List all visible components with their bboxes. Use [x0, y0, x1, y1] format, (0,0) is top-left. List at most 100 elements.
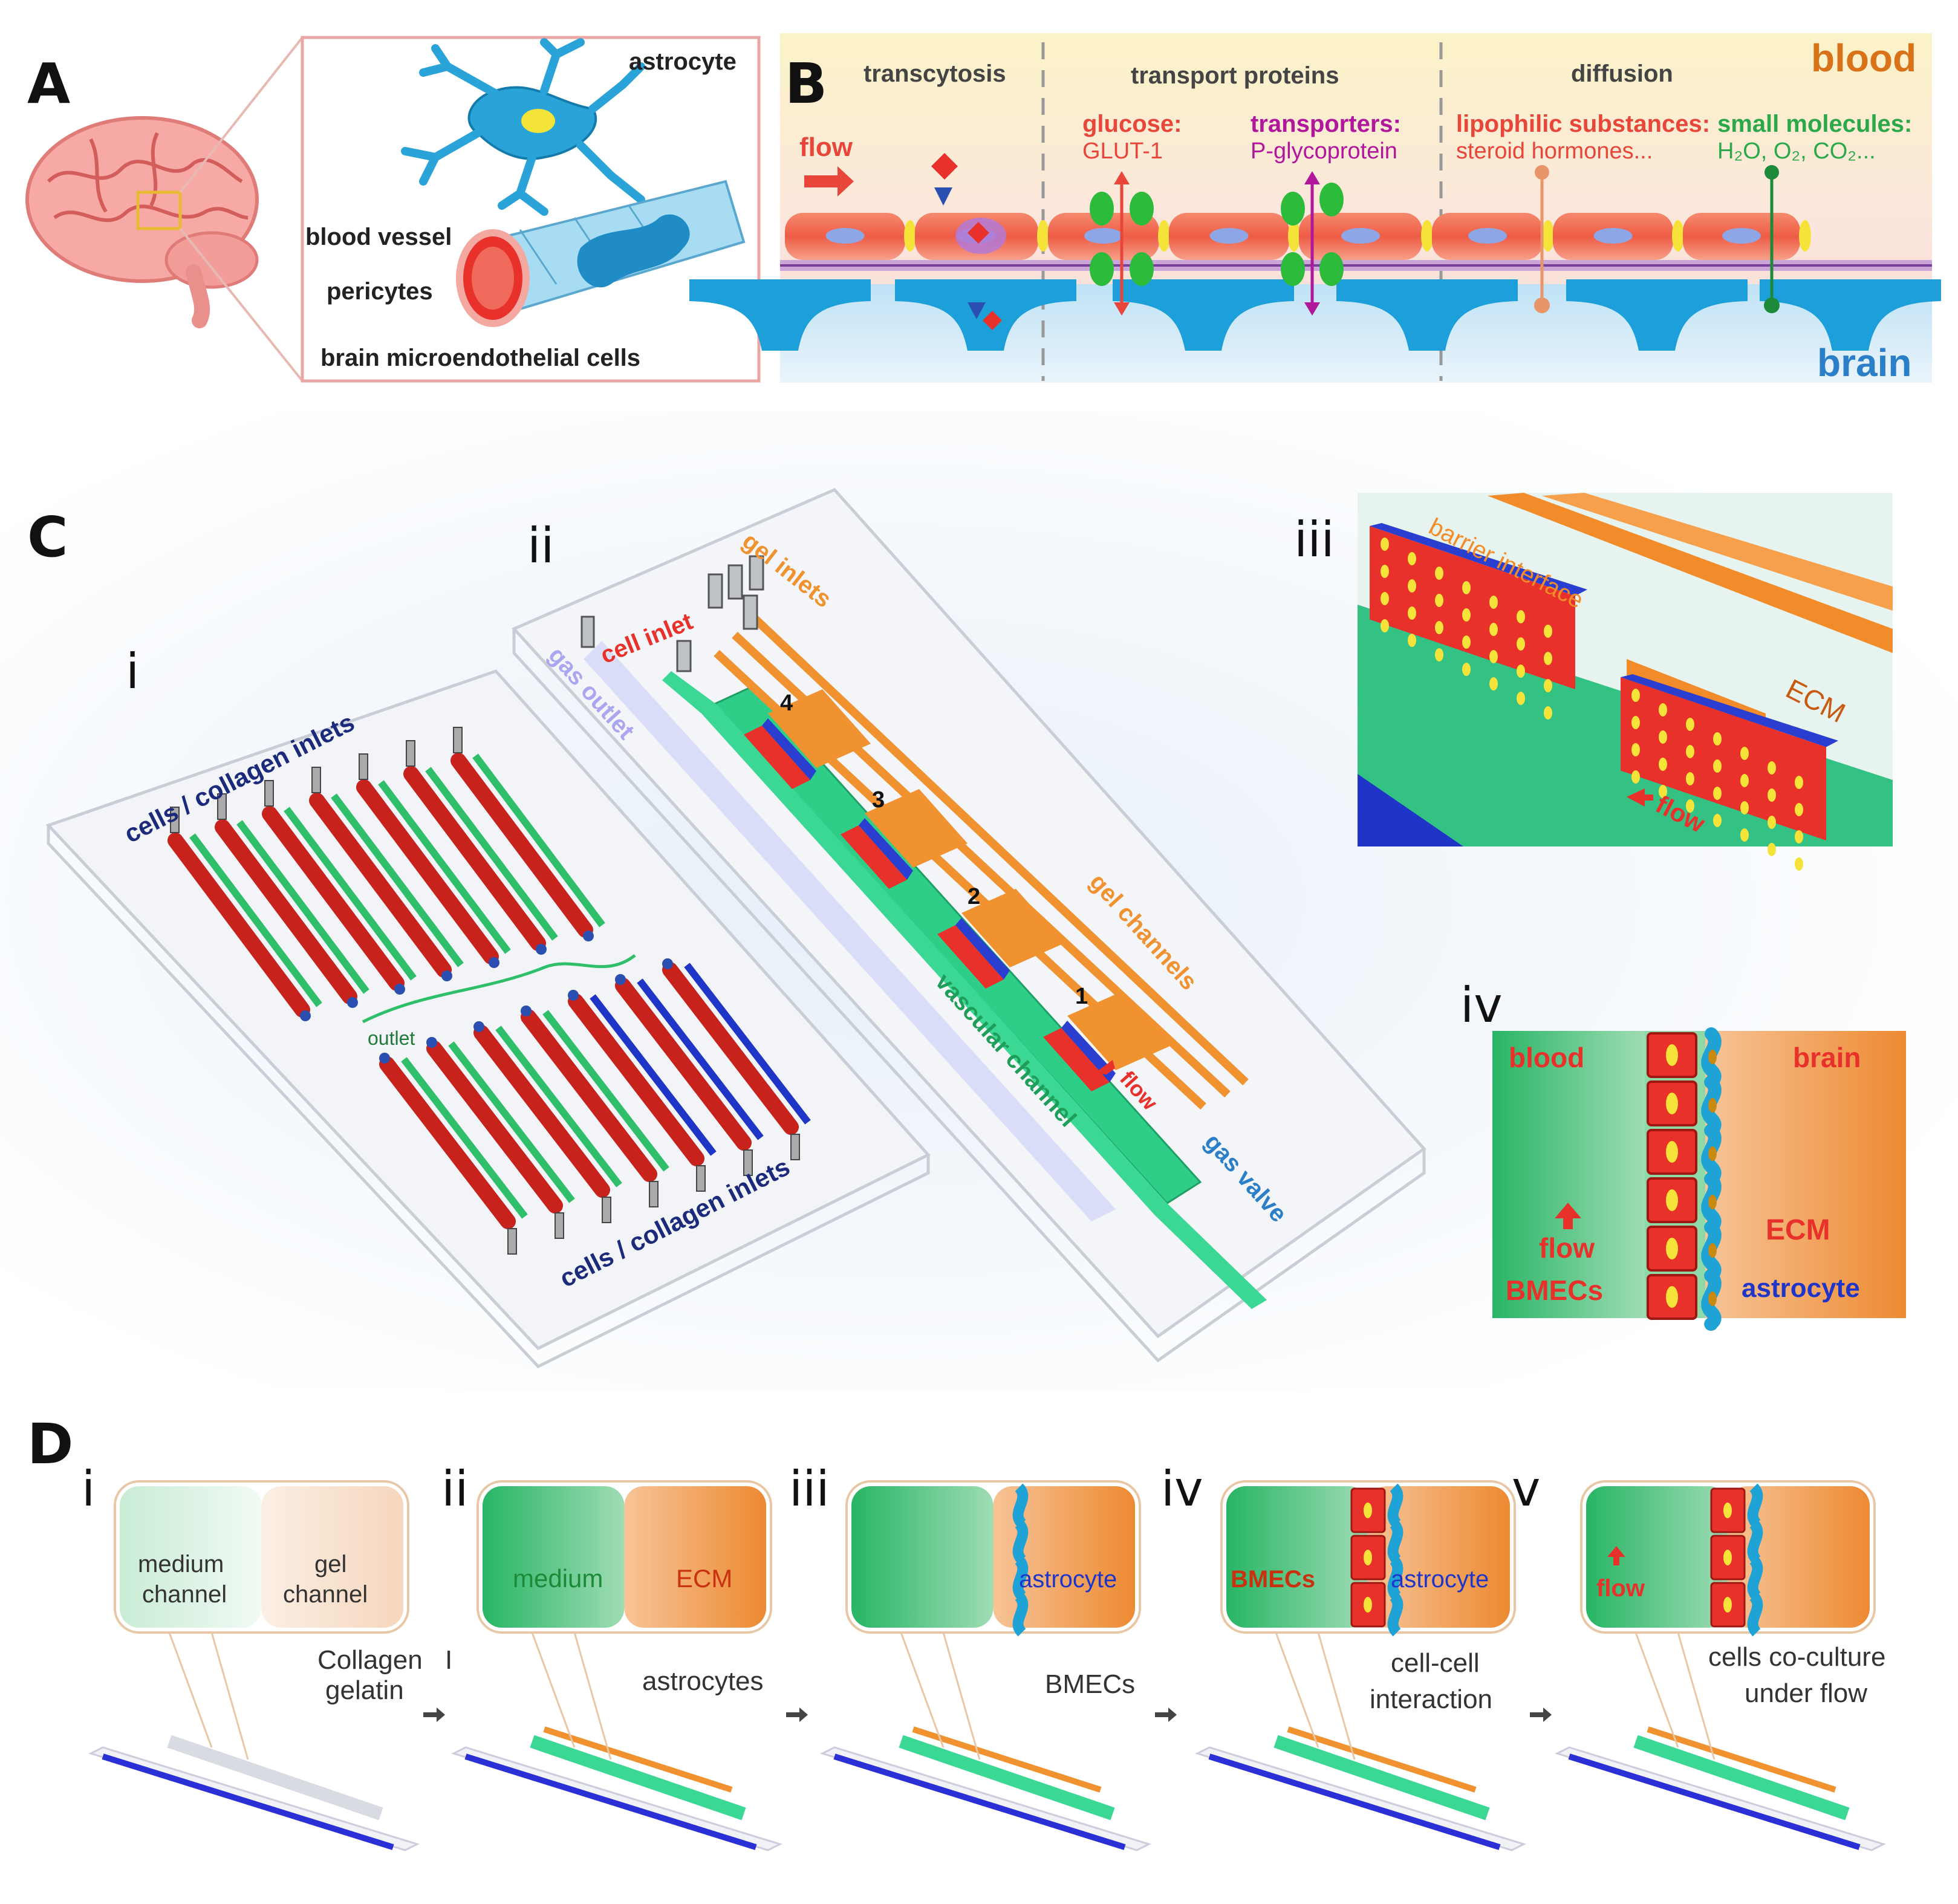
astrocyte-endfoot	[1336, 279, 1518, 351]
cell-nucleus	[1517, 610, 1525, 623]
cell-nucleus	[1462, 608, 1471, 622]
cell-nucleus	[825, 228, 865, 244]
astrocyte-cell	[1387, 1556, 1403, 1600]
gel-chamber	[865, 789, 968, 868]
gel-region	[624, 1486, 766, 1628]
cell-nucleus	[1489, 623, 1498, 636]
numeral-d-v: v	[1512, 1461, 1540, 1517]
panel-letter-c: C	[27, 505, 68, 570]
astrocyte-nucleus	[1708, 1050, 1717, 1064]
cell-nucleus	[1768, 788, 1776, 802]
tight-junction	[1158, 220, 1170, 252]
outlet-manifold	[362, 954, 636, 1024]
gel-chamber	[768, 689, 871, 768]
chip-vascular-channel	[401, 1057, 528, 1219]
outlet-port	[441, 970, 452, 981]
astrocyte-cell	[1747, 1519, 1763, 1564]
label-glut1: GLUT-1	[1082, 138, 1163, 164]
outlet-port	[347, 997, 358, 1008]
astrocyte-cell	[1012, 1592, 1029, 1637]
astrocyte-cell	[1387, 1483, 1403, 1528]
chamber-number-4: 4	[780, 690, 793, 716]
step-arrow-icon	[423, 1707, 445, 1722]
cell-barrier	[937, 925, 1004, 989]
cell-nucleus	[1666, 1044, 1678, 1066]
arrow-text-bmecs: BMECs	[1045, 1669, 1135, 1699]
thumbnail-gas-channel	[464, 1753, 757, 1850]
callout-line	[1317, 1632, 1356, 1760]
cell-nucleus	[1740, 747, 1749, 760]
section-transport-proteins: transport proteins	[1131, 62, 1339, 89]
cell-nucleus	[1517, 664, 1525, 678]
chip-array-devices	[168, 727, 811, 1255]
label-astrocyte-iv: astrocyte	[1742, 1273, 1860, 1303]
cell-nucleus	[1631, 689, 1640, 702]
cell-nucleus	[1723, 1503, 1732, 1518]
callout-line	[1634, 1632, 1679, 1748]
label-bmecs-iv: BMECs	[1506, 1275, 1603, 1306]
label-brain-iv: brain	[1793, 1042, 1861, 1073]
cell-nucleus	[1631, 716, 1640, 729]
gel-region	[993, 1486, 1135, 1628]
label-medium: medium	[513, 1564, 603, 1593]
inlet-post	[170, 807, 180, 833]
label-p-glycoprotein: P-glycoprotein	[1251, 138, 1397, 164]
astrocyte-column	[1701, 1027, 1722, 1331]
astrocyte-cell	[1387, 1519, 1403, 1564]
cell-nucleus	[1795, 830, 1803, 843]
astrocyte-cell	[1387, 1592, 1403, 1637]
astrocyte-endfoot	[1760, 279, 1941, 351]
cell-nucleus	[1722, 228, 1761, 244]
label-flow: flow	[799, 132, 853, 162]
step-arrow-icon	[1530, 1707, 1552, 1722]
cell-nucleus	[1666, 1141, 1678, 1163]
numeral-d-i: i	[82, 1461, 95, 1517]
chip-thumbnail	[88, 1746, 420, 1851]
cell-nucleus	[1517, 692, 1525, 705]
cell-nucleus	[1084, 228, 1123, 244]
chip-thumbnail	[1194, 1746, 1527, 1851]
cell-nucleus	[1544, 652, 1552, 665]
cell-nucleus	[1666, 1093, 1678, 1114]
inlet-post	[507, 1228, 517, 1255]
astrocyte-nucleus	[1708, 1146, 1717, 1161]
cell-barrier	[744, 726, 810, 789]
astrocyte-endfoot	[1113, 279, 1294, 351]
thumbnail-vascular-channel	[899, 1735, 1115, 1821]
callout-line	[942, 1632, 981, 1760]
chip-thumbnail	[819, 1746, 1152, 1851]
callout-line	[168, 1632, 213, 1748]
inlet-post	[696, 1165, 706, 1192]
tight-junction	[1542, 220, 1554, 252]
astrocyte-cell	[1747, 1483, 1763, 1528]
chip-vascular-channel	[284, 807, 417, 981]
numeral-c-ii: ii	[527, 518, 554, 574]
outlet-port	[394, 984, 405, 995]
thumbnail-gas-channel	[1568, 1753, 1861, 1850]
astrocyte-cell	[1747, 1592, 1763, 1637]
astrocyte-nucleus	[1708, 1243, 1717, 1258]
bmec-column	[1647, 1032, 1697, 1320]
panel-letter-a: A	[27, 51, 70, 116]
chip-gel-channel	[356, 779, 499, 964]
cell-nucleus	[1209, 228, 1249, 244]
cell-nucleus	[1341, 228, 1380, 244]
inlet-post	[743, 1149, 753, 1176]
inlet-post	[311, 767, 321, 793]
chip-gel-channel	[262, 806, 405, 991]
astrocyte-layer	[955, 918, 1010, 980]
label-transporters: transporters:	[1251, 111, 1401, 137]
chip-vascular-channel	[331, 793, 464, 967]
chip-vascular-channel	[637, 978, 764, 1140]
cell-nucleus	[1435, 594, 1443, 607]
astrocyte-nucleus	[1708, 1098, 1717, 1113]
flow-arrow-icon	[1607, 1546, 1625, 1565]
label-ecm-iv: ECM	[1766, 1214, 1830, 1246]
flow-arrow-icon	[804, 166, 854, 197]
panel-c-iii: iii barrier interface ECM flow	[1294, 493, 1893, 871]
outlet-port	[568, 990, 579, 1001]
callout-line	[1677, 1632, 1716, 1760]
inlet-posts	[581, 555, 764, 672]
inlet-post	[453, 727, 463, 753]
gel-region	[1728, 1486, 1870, 1628]
